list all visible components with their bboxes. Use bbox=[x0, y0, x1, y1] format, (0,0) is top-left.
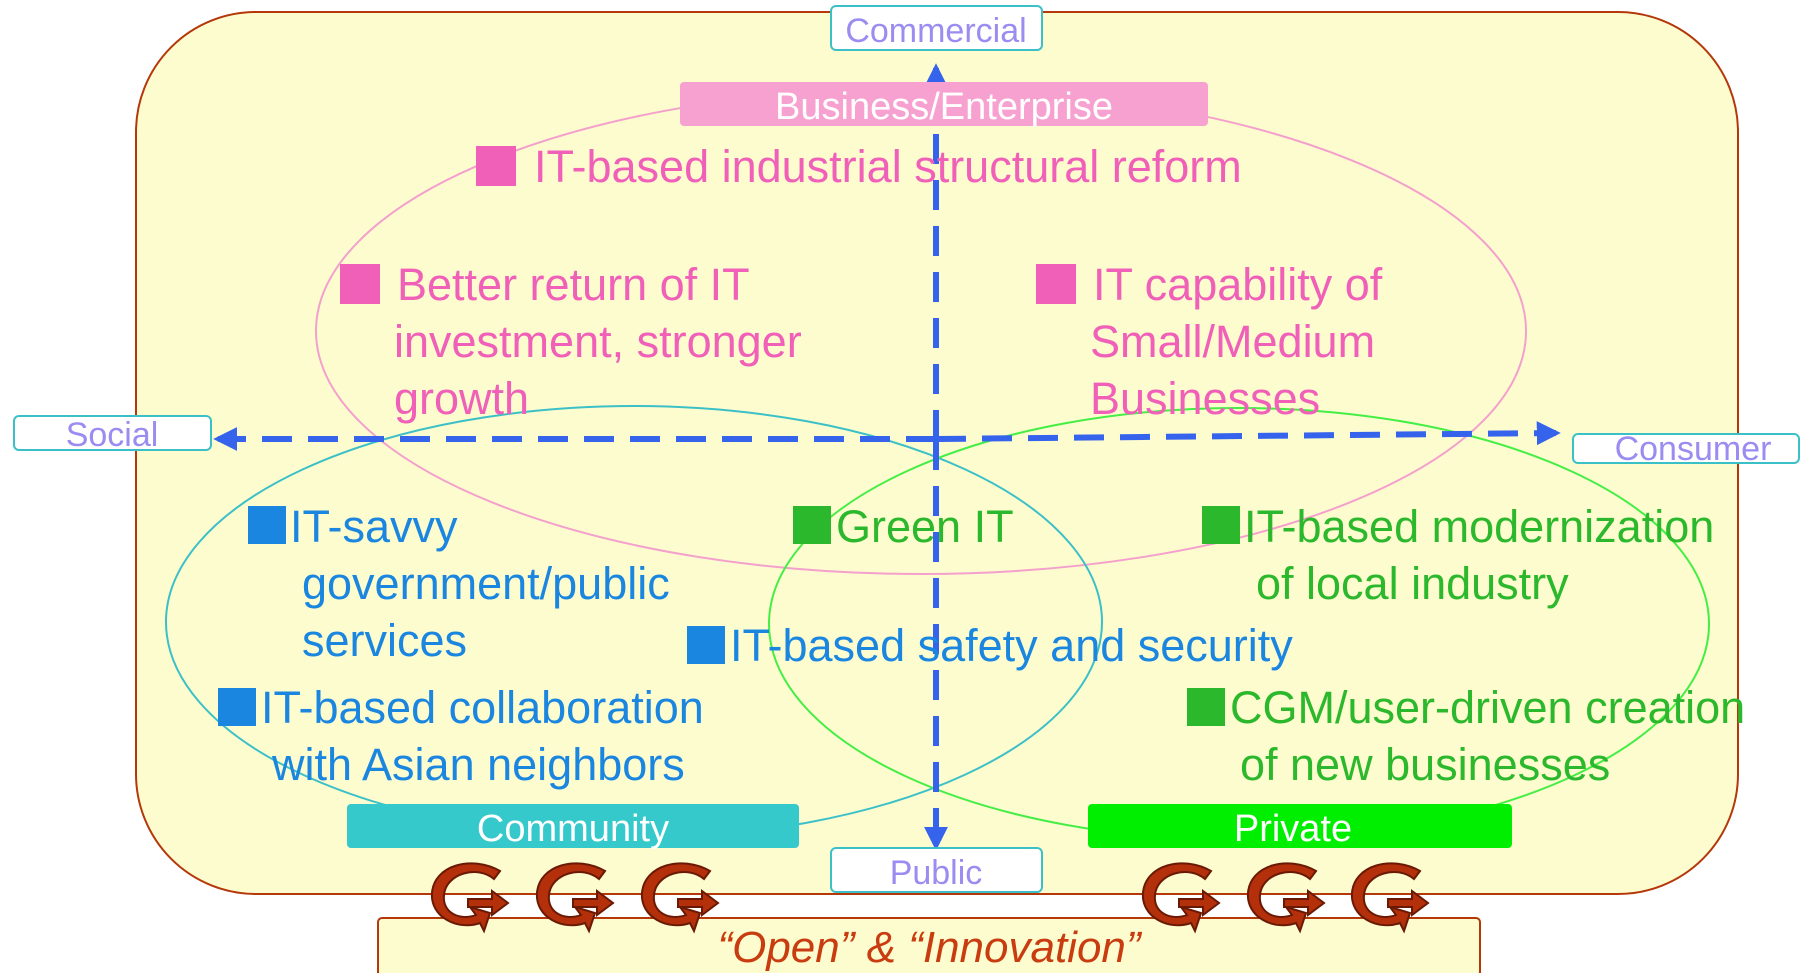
item-green-it: Green IT bbox=[793, 501, 1014, 552]
item-local-industry-modernization: IT-based modernization of local industry bbox=[1202, 501, 1714, 609]
svg-text:growth: growth bbox=[394, 373, 529, 424]
green-bullet-icon bbox=[1202, 506, 1240, 544]
svg-text:Green IT: Green IT bbox=[836, 501, 1014, 552]
svg-text:Businesses: Businesses bbox=[1090, 373, 1320, 424]
svg-text:Small/Medium: Small/Medium bbox=[1090, 316, 1375, 367]
business-enterprise-label: Business/Enterprise bbox=[680, 82, 1208, 128]
axis-label-social: Social bbox=[13, 415, 212, 454]
private-label: Private bbox=[1088, 804, 1512, 850]
svg-text:“Open” & “Innovation”: “Open” & “Innovation” bbox=[717, 923, 1142, 972]
svg-text:of new businesses: of new businesses bbox=[1240, 739, 1610, 790]
svg-text:IT-based industrial structural: IT-based industrial structural reform bbox=[534, 141, 1242, 192]
green-bullet-icon bbox=[793, 506, 831, 544]
svg-text:IT capability of: IT capability of bbox=[1093, 259, 1383, 310]
svg-text:of local industry: of local industry bbox=[1256, 558, 1569, 609]
svg-text:IT-based modernization: IT-based modernization bbox=[1244, 501, 1714, 552]
open-innovation-footer: “Open” & “Innovation” bbox=[377, 917, 1481, 973]
svg-text:Consumer: Consumer bbox=[1615, 430, 1772, 468]
blue-bullet-icon bbox=[248, 506, 286, 544]
community-label: Community bbox=[347, 804, 799, 850]
svg-text:Community: Community bbox=[477, 808, 669, 850]
axis-label-consumer: Consumer bbox=[1572, 430, 1800, 468]
svg-text:IT-based collaboration: IT-based collaboration bbox=[261, 682, 704, 733]
svg-text:Business/Enterprise: Business/Enterprise bbox=[775, 86, 1113, 128]
svg-text:investment, stronger: investment, stronger bbox=[394, 316, 802, 367]
svg-text:IT-based safety and security: IT-based safety and security bbox=[730, 620, 1293, 671]
axis-label-public: Public bbox=[830, 847, 1043, 893]
svg-text:Public: Public bbox=[890, 854, 983, 892]
svg-text:with Asian neighbors: with Asian neighbors bbox=[271, 739, 685, 790]
axis-label-commercial: Commercial bbox=[830, 5, 1043, 51]
green-bullet-icon bbox=[1187, 688, 1225, 726]
svg-text:Better return of IT: Better return of IT bbox=[397, 259, 750, 310]
item-sme-capability: IT capability of Small/Medium Businesses bbox=[1036, 259, 1383, 424]
svg-text:CGM/user-driven creation: CGM/user-driven creation bbox=[1230, 682, 1745, 733]
svg-text:Private: Private bbox=[1234, 808, 1352, 850]
pink-bullet-icon bbox=[340, 264, 380, 304]
svg-text:services: services bbox=[302, 615, 467, 666]
item-asian-collaboration: IT-based collaboration with Asian neighb… bbox=[218, 682, 704, 790]
blue-bullet-icon bbox=[218, 688, 256, 726]
axis-arrow-consumer bbox=[935, 421, 1561, 446]
item-better-return: Better return of IT investment, stronger… bbox=[340, 259, 802, 424]
item-industrial-reform: IT-based industrial structural reform bbox=[476, 141, 1242, 192]
svg-text:government/public: government/public bbox=[302, 558, 670, 609]
item-cgm-creation: CGM/user-driven creation of new business… bbox=[1187, 682, 1745, 790]
pink-bullet-icon bbox=[1036, 264, 1076, 304]
item-safety-security: IT-based safety and security bbox=[687, 620, 1293, 671]
svg-text:IT-savvy: IT-savvy bbox=[290, 501, 458, 552]
svg-text:Commercial: Commercial bbox=[845, 12, 1026, 50]
item-it-savvy-government: IT-savvy government/public services bbox=[248, 501, 670, 666]
svg-text:Social: Social bbox=[66, 416, 159, 454]
pink-bullet-icon bbox=[476, 146, 516, 186]
blue-bullet-icon bbox=[687, 626, 725, 664]
